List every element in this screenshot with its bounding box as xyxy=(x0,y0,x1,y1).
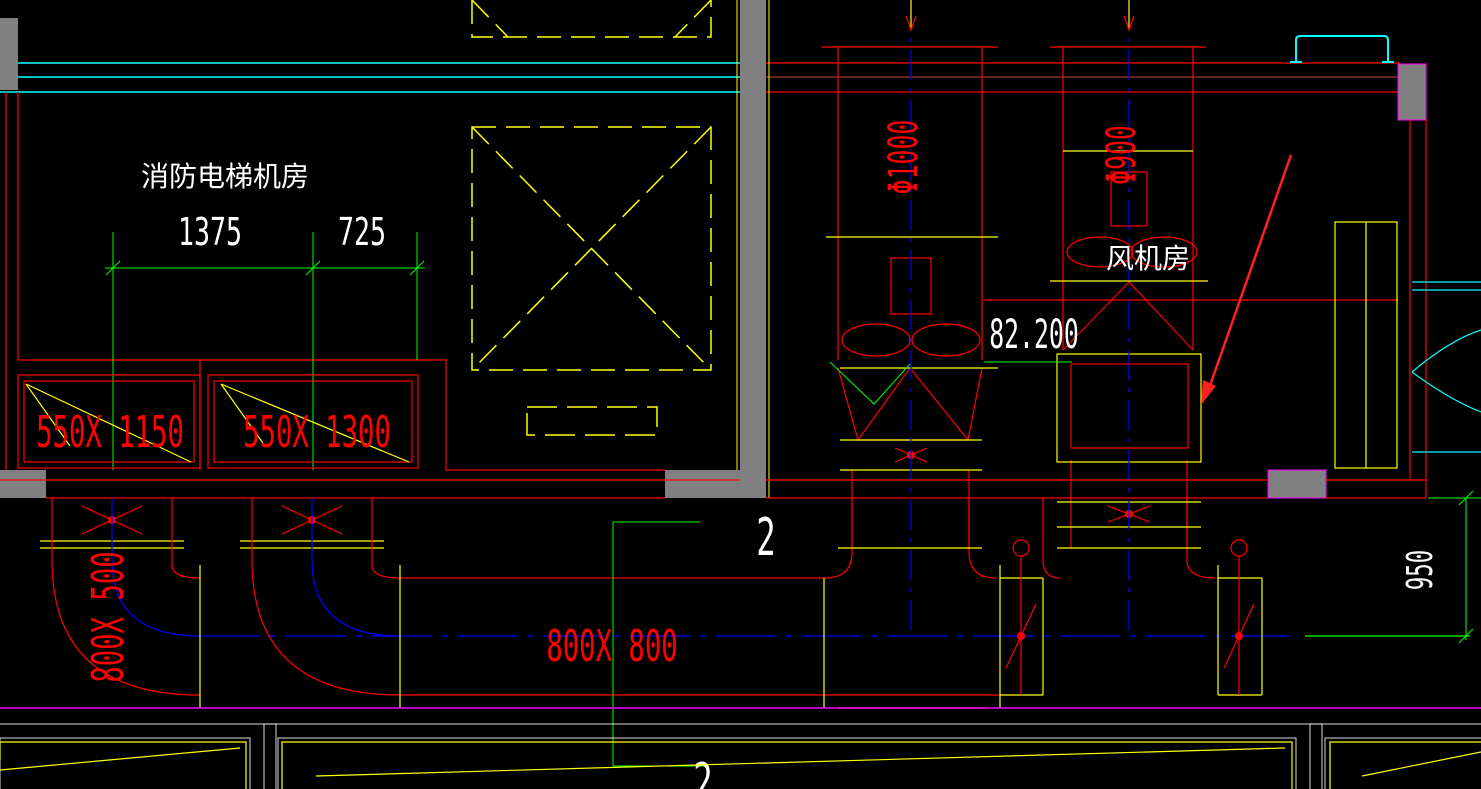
section-mark-2: 2 xyxy=(756,508,775,568)
lower-rooms xyxy=(0,723,1481,789)
dim-label-725: 725 xyxy=(338,210,386,254)
elevator-door-mark xyxy=(526,406,658,436)
right-wall xyxy=(1409,120,1427,498)
duct-box-1 xyxy=(17,360,201,470)
duct-diag-2b xyxy=(220,383,266,447)
fan-unit-1 xyxy=(822,46,998,548)
fan-1-arrow xyxy=(905,15,917,32)
fan-2-size-label: Φ900 xyxy=(1098,125,1145,185)
duct-diag-1 xyxy=(25,383,192,463)
top-right-wall-band xyxy=(766,62,1400,93)
dimension-lines xyxy=(105,232,425,470)
duct-diag-2 xyxy=(220,383,410,463)
lower-rooms-yellow xyxy=(0,741,1481,789)
right-door-swing xyxy=(1411,281,1481,453)
right-cabinet xyxy=(1334,221,1398,469)
check-valve-2-dot xyxy=(1235,632,1243,640)
section-mark-2-lower: 2 xyxy=(693,753,712,789)
column-right-top xyxy=(1398,64,1426,120)
fan-1-green-flag xyxy=(829,361,911,405)
elevation-label: 82.200 xyxy=(989,311,1079,358)
elevator-shaft-top xyxy=(471,0,712,38)
duct-box-2 xyxy=(207,374,419,469)
column-bottom-left xyxy=(0,470,46,498)
elevator-shaft xyxy=(471,126,712,371)
room-label-fan: 风机房 xyxy=(1106,242,1190,275)
dim-label-1375: 1375 xyxy=(178,210,242,254)
column-top-left xyxy=(0,18,18,90)
dim-950-lines xyxy=(1428,490,1481,644)
check-valve-1-dot xyxy=(1017,632,1025,640)
column-center xyxy=(740,0,766,498)
column-right-bottom xyxy=(1268,470,1326,498)
check-valve-1 xyxy=(1005,539,1037,695)
duct-diag-1b xyxy=(25,383,71,447)
main-duct-centerline xyxy=(111,498,1470,637)
fan-2-arrow xyxy=(1123,15,1135,32)
handle-pipe xyxy=(1290,35,1394,63)
column-outlines xyxy=(736,0,770,498)
duct-label-800x800: 800X 800 xyxy=(546,620,677,672)
left-room-walls xyxy=(0,92,1426,499)
duct-label-550x1150: 550X 1150 xyxy=(36,406,184,458)
structural-columns xyxy=(0,0,1426,498)
fan-unit-2 xyxy=(984,46,1398,548)
room-label-fire-elevator: 消防电梯机房 xyxy=(141,160,309,193)
duct-label-800x500: 800X 500 xyxy=(82,551,134,682)
duct-label-550x1300: 550X 1300 xyxy=(243,406,391,458)
fan-1-size-label: Φ1000 xyxy=(880,120,927,195)
dim-label-950: 950 xyxy=(1400,550,1442,590)
column-magenta-edges xyxy=(1267,63,1427,499)
top-wall-band xyxy=(0,62,740,93)
column-center-base xyxy=(665,470,766,498)
check-valve-2 xyxy=(1223,539,1255,695)
annotation-arrow xyxy=(1201,154,1293,405)
